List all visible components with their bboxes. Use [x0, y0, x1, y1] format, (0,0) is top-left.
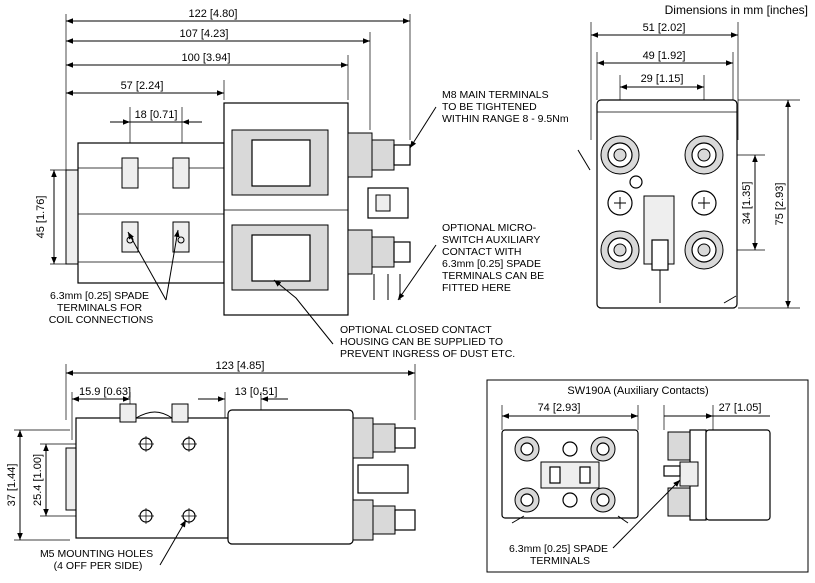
dim-49: 49 [1.92]	[643, 50, 686, 62]
aux-panel-title: SW190A (Auxiliary Contacts)	[567, 385, 708, 397]
mounting-hole	[138, 436, 154, 452]
callout-micro-switch: OPTIONAL MICRO- SWITCH AUXILIARY CONTACT…	[442, 222, 547, 294]
stud	[684, 135, 724, 175]
side-view: 123 [4.85] 15.9 [0.63] 13 [0.51] 37 [1.4…	[6, 360, 416, 572]
dim-15-9: 15.9 [0.63]	[79, 386, 131, 398]
stud	[600, 135, 640, 175]
dim-100: 100 [3.94]	[182, 52, 231, 64]
dim-51: 51 [2.02]	[643, 22, 686, 34]
dim-74: 74 [2.93]	[538, 402, 581, 414]
dim-13: 13 [0.51]	[235, 386, 278, 398]
spade-terminal	[172, 157, 190, 189]
callout-coil-spade: 6.3mm [0.25] SPADE TERMINALS FOR COIL CO…	[49, 290, 154, 326]
dim-25-4: 25.4 [1.00]	[32, 454, 44, 506]
callout-aux-spade: 6.3mm [0.25] SPADE TERMINALS	[509, 543, 611, 567]
mounting-hole	[181, 436, 197, 452]
dim-18: 18 [0.71]	[135, 109, 178, 121]
top-view: 122 [4.80] 107 [4.23] 100 [3.94] 57 [2.2…	[35, 8, 569, 360]
dim-123: 123 [4.85]	[216, 360, 265, 372]
mounting-hole	[181, 508, 197, 524]
units-note: Dimensions in mm [inches]	[665, 3, 808, 17]
dim-37: 37 [1.44]	[6, 464, 18, 507]
dim-122: 122 [4.80]	[189, 8, 238, 20]
callout-mounting-holes: M5 MOUNTING HOLES (4 OFF PER SIDE)	[40, 548, 156, 572]
dim-57: 57 [2.24]	[121, 80, 164, 92]
end-view: 51 [2.02] 49 [1.92] 29 [1.15] 34 [1.35] …	[577, 22, 800, 309]
mounting-hole	[138, 508, 154, 524]
callout-main-terminals: M8 MAIN TERMINALS TO BE TIGHTENED WITHIN…	[442, 89, 569, 125]
callout-closed-housing: OPTIONAL CLOSED CONTACT HOUSING CAN BE S…	[340, 324, 515, 360]
dim-34: 34 [1.35]	[741, 182, 753, 225]
spade-terminal	[121, 157, 139, 189]
main-terminal	[347, 132, 373, 178]
main-terminal	[347, 229, 373, 275]
dim-107: 107 [4.23]	[180, 28, 229, 40]
stud	[600, 230, 640, 270]
dim-75: 75 [2.93]	[774, 183, 786, 226]
aux-contacts-panel: SW190A (Auxiliary Contacts) 74 [2.93] 27…	[486, 379, 809, 573]
dim-45: 45 [1.76]	[35, 196, 47, 239]
dim-29: 29 [1.15]	[641, 73, 684, 85]
stud	[684, 230, 724, 270]
dim-27: 27 [1.05]	[719, 402, 762, 414]
